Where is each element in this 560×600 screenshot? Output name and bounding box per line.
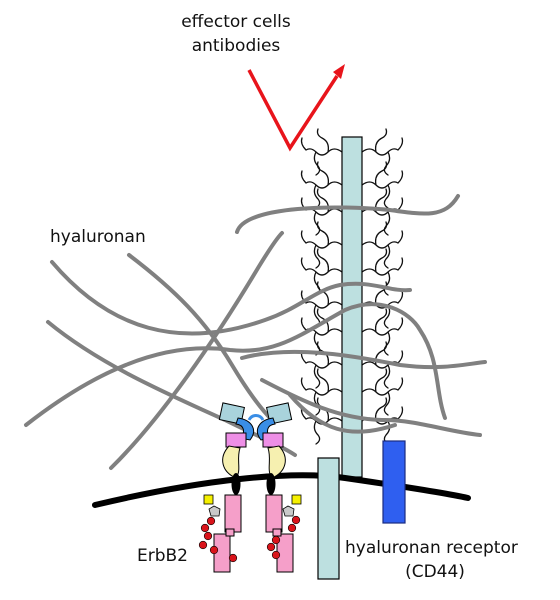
erbb2-dimer-link: [247, 414, 265, 421]
glycan-gray-pentagon-right: [282, 505, 295, 517]
label-antibodies: antibodies: [192, 36, 281, 56]
hyaluronan-strand: [240, 349, 487, 370]
erbb2-domain-yellow-left: [222, 445, 241, 479]
glycan-red-dot: [291, 515, 301, 525]
erbb2-dimer-icon: [198, 402, 302, 573]
mucin-glycan-chain: [300, 128, 343, 176]
mucin-glycan-chain: [300, 248, 343, 296]
label-hyaluronan: hyaluronan: [50, 227, 146, 247]
glycan-red-dot: [287, 523, 297, 533]
glycan-yellow-square-right: [291, 494, 302, 505]
mucin-glycan-chain: [300, 188, 343, 236]
hyaluronan-strand: [260, 378, 482, 437]
mucin-glycoprotein-icon: [300, 128, 404, 478]
erbb2-kinase-right-upper: [265, 494, 283, 533]
redirect-arrow-icon: [247, 64, 345, 152]
erbb2-domain-magenta-left: [225, 432, 247, 448]
label-cd44: (CD44): [405, 562, 465, 582]
erbb2-transmembrane-right: [266, 473, 276, 495]
glycan-red-dot: [198, 540, 208, 550]
glycan-red-dot: [271, 535, 281, 545]
erbb2-transmembrane-left: [231, 473, 241, 495]
mucin-glycan-chain: [361, 188, 404, 236]
label-erbb2: ErbB2: [137, 546, 188, 566]
label-effector-cells: effector cells: [181, 12, 291, 32]
hyaluronan-strand: [109, 231, 284, 470]
glycan-red-dot: [200, 523, 210, 533]
erbb2-kinase-left-linker: [225, 528, 235, 537]
mucin-glycan-chain: [361, 397, 404, 445]
mucin-glycan-chain: [300, 308, 343, 356]
mucin-glycan-chain: [361, 308, 404, 356]
glycan-red-dot: [271, 550, 281, 560]
glycan-red-dot: [228, 553, 238, 563]
mucin-glycan-chain: [300, 341, 343, 389]
cd44-ectodomain: [382, 440, 406, 524]
mucin-glycan-chain: [361, 281, 404, 329]
hyaluronan-strand: [288, 393, 397, 434]
glycan-yellow-square-left: [203, 494, 214, 505]
mucin-glycan-chain: [300, 221, 343, 269]
glycan-red-dot: [206, 516, 216, 526]
mucin-glycan-chains: [300, 128, 404, 445]
mucin-glycan-chain: [300, 161, 343, 209]
hyaluronan-strand: [24, 302, 447, 427]
erbb2-kinase-left-upper: [224, 494, 242, 533]
mucin-glycan-chain: [361, 128, 404, 176]
mucin-glycan-chain: [361, 368, 404, 416]
hyaluronan-strand: [50, 260, 412, 336]
receptor-stalk: [317, 457, 340, 580]
glycan-red-dot: [209, 545, 219, 555]
hyaluronan-strand: [127, 253, 274, 422]
mucin-glycan-chain: [361, 221, 404, 269]
mucin-glycan-chain: [300, 368, 343, 416]
hyaluronan-strand: [235, 194, 460, 234]
glycan-red-dot: [203, 531, 213, 541]
mucin-glycan-chain: [361, 248, 404, 296]
erbb2-domain-magenta-right: [262, 432, 284, 448]
cd44-receptor-icon: [382, 440, 406, 524]
glycan-gray-pentagon-left: [208, 505, 221, 517]
mucin-glycan-chain: [361, 341, 404, 389]
label-hyaluronan-receptor: hyaluronan receptor: [345, 538, 518, 558]
arrow-path: [247, 69, 339, 152]
arrow-head: [333, 64, 345, 79]
mucin-glycan-chain: [361, 161, 404, 209]
glycan-red-dot: [266, 542, 276, 552]
erbb2-kinase-right-linker: [272, 528, 282, 537]
